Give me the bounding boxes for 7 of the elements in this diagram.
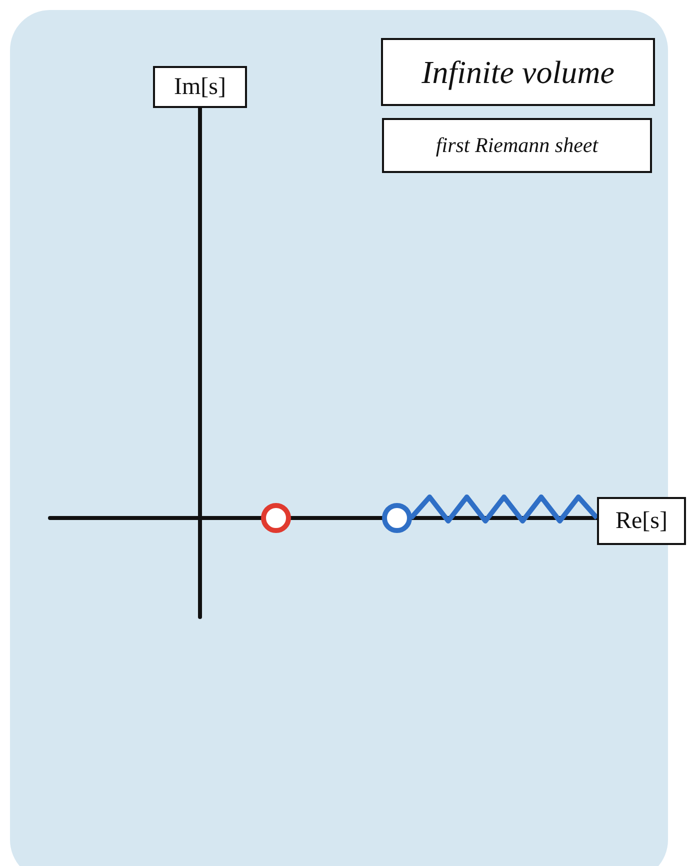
branch-cut [409,494,599,524]
pole-marker [261,503,291,533]
pole-marker [382,503,412,533]
axis-label: Re[s] [597,497,686,545]
heading-box: Infinite volume [381,38,655,106]
subtitle-box: first Riemann sheet [382,118,652,173]
axis-label: Im[s] [153,66,247,108]
